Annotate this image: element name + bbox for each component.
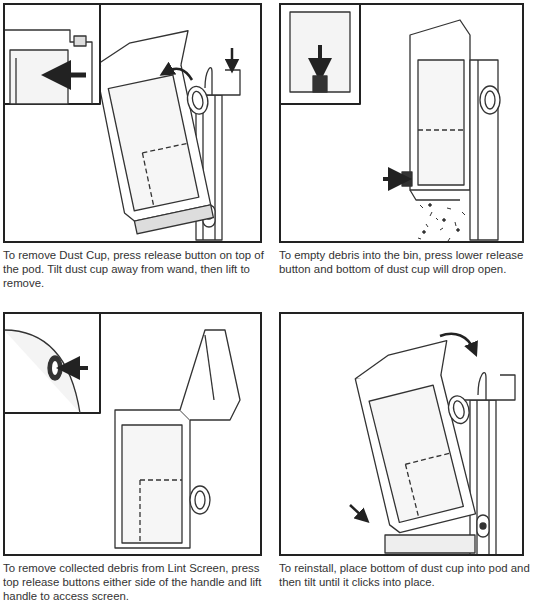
detail-inset xyxy=(280,4,360,104)
detail-inset-part xyxy=(4,30,92,104)
dust-cup-opened-part xyxy=(140,479,182,480)
step-caption: To reinstall, place bottom of dust cup i… xyxy=(279,561,537,589)
detail-inset-part xyxy=(280,4,360,104)
dust-cup-part xyxy=(452,400,466,420)
dust-cup-part xyxy=(353,359,475,535)
dust-cup-part xyxy=(446,394,472,426)
motion-arrows xyxy=(166,48,232,80)
motion-arrows-part xyxy=(350,505,364,518)
debris-part xyxy=(443,219,446,222)
vacuum-wand-part xyxy=(478,373,486,400)
vacuum-wand-part xyxy=(385,535,475,553)
dust-cup-upright-part xyxy=(418,129,464,130)
dust-cup-upright-part xyxy=(418,60,464,185)
detail-inset-part xyxy=(318,45,322,70)
detail-inset-part xyxy=(290,12,350,92)
detail-inset-part xyxy=(68,366,88,370)
detail-inset-part xyxy=(48,356,62,380)
dust-cup-part xyxy=(352,341,455,396)
instruction-panel: To remove Dust Cup, press release button… xyxy=(3,3,262,243)
debris xyxy=(418,204,465,241)
dust-cup-part xyxy=(405,453,450,464)
detail-inset-part xyxy=(313,76,327,92)
dust-cup-part xyxy=(142,143,187,153)
dust-cup-opened-part xyxy=(139,480,140,543)
dust-cup-opened-part xyxy=(122,425,182,543)
dust-cup-part xyxy=(405,464,418,517)
motion-arrows-part xyxy=(231,48,234,66)
dust-cup-opened-part xyxy=(180,330,240,420)
dust-cup-upright-part xyxy=(410,190,460,200)
detail-inset-part xyxy=(56,73,86,78)
step-caption: To remove collected debris from Lint Scr… xyxy=(3,561,265,603)
step-caption: To empty debris into the bin, press lowe… xyxy=(279,248,537,276)
vacuum-wand-part xyxy=(455,375,515,400)
motion-arrows xyxy=(350,334,474,518)
detail-inset-part xyxy=(4,330,80,413)
vacuum-wand-part xyxy=(477,515,489,537)
dust-cup-upright-part xyxy=(410,20,470,190)
dust-cup-part xyxy=(93,48,210,222)
dust-cup-part xyxy=(142,153,153,207)
dust-cup-upright-part xyxy=(485,91,495,109)
dust-cup xyxy=(90,30,232,236)
dust-cup xyxy=(350,339,494,534)
detail-inset-part xyxy=(15,58,16,104)
motion-arrows-part xyxy=(166,69,192,80)
dust-cup-part xyxy=(185,84,210,116)
detail-inset-part xyxy=(4,313,100,413)
instruction-panel: To reinstall, place bottom of dust cup i… xyxy=(279,312,524,556)
dust-cup-upright-part xyxy=(383,177,400,181)
debris-part xyxy=(418,205,465,241)
dust-cup-opened-part xyxy=(115,410,190,548)
detail-inset xyxy=(4,313,100,413)
dust-cup-opened xyxy=(115,330,240,548)
vacuum-wand-part xyxy=(470,400,496,555)
detail-inset xyxy=(4,4,100,104)
dust-cup-opened-part xyxy=(205,335,214,400)
instruction-panel: To remove collected debris from Lint Scr… xyxy=(3,312,262,556)
vacuum-wand-part xyxy=(205,68,212,95)
instruction-panel: To empty debris into the bin, press lowe… xyxy=(279,3,524,243)
debris-part xyxy=(457,229,460,232)
detail-inset-part xyxy=(4,4,100,104)
debris-part xyxy=(429,204,432,207)
dust-cup-part xyxy=(134,205,213,234)
debris-part xyxy=(423,231,426,234)
detail-inset-part xyxy=(74,36,86,46)
dust-cup-part xyxy=(191,90,205,110)
step-caption: To remove Dust Cup, press release button… xyxy=(3,248,265,290)
dust-cup-opened-part xyxy=(195,491,205,509)
dust-cup-upright-part xyxy=(402,172,412,186)
dust-cup-upright xyxy=(383,20,500,240)
dust-cup-part xyxy=(92,31,195,83)
dust-cup-upright-part xyxy=(480,86,500,114)
dust-cup-opened-part xyxy=(190,486,210,514)
dust-cup-part xyxy=(108,75,199,211)
dust-cup-upright-part xyxy=(477,60,478,240)
motion-arrows-part xyxy=(440,334,474,350)
vacuum-wand-part xyxy=(480,523,486,529)
detail-inset-part xyxy=(52,361,58,375)
